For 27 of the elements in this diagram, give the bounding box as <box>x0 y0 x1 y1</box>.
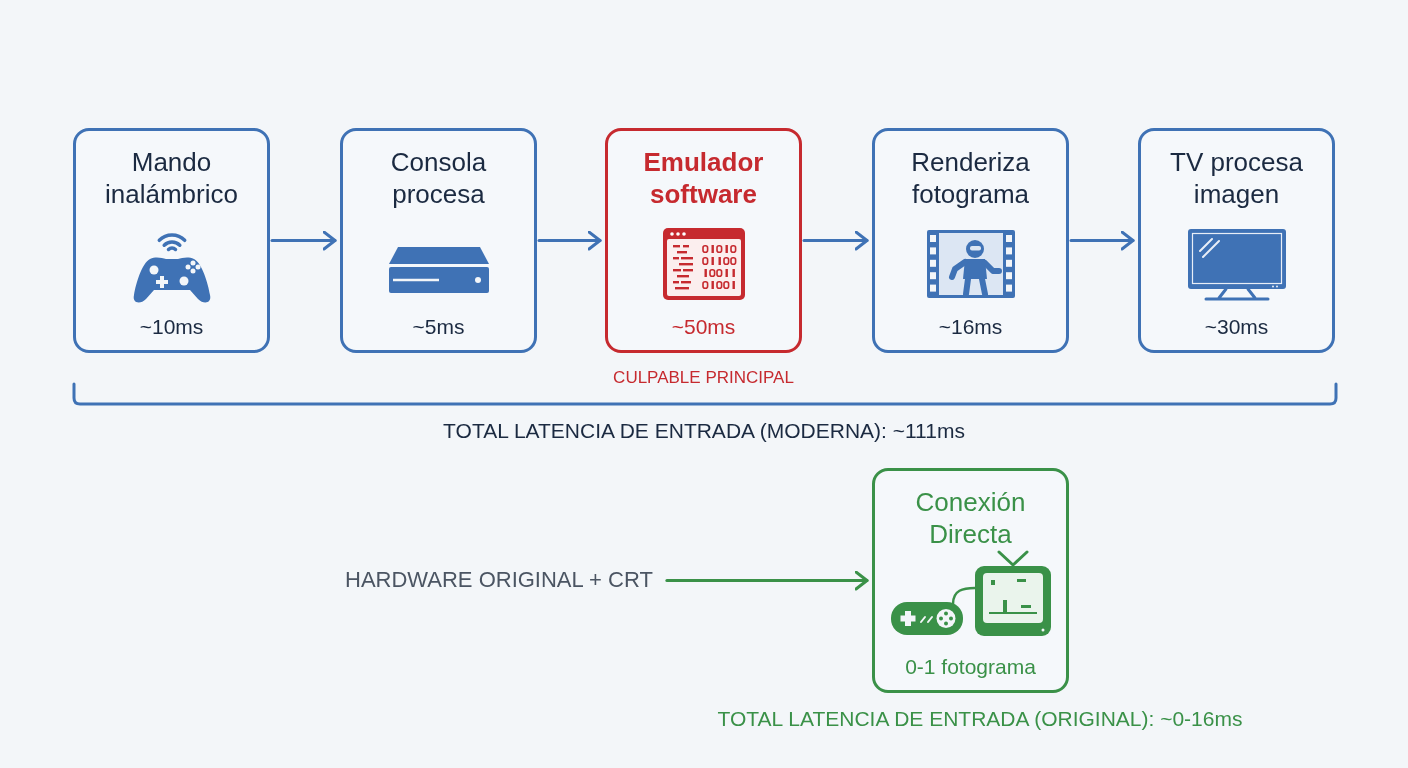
process-box <box>73 128 270 353</box>
step-title: Conexión Directa <box>915 486 1026 550</box>
step-title: Mando inalámbrico <box>104 146 239 210</box>
process-box <box>605 128 802 353</box>
process-box <box>872 128 1069 353</box>
process-box <box>340 128 537 353</box>
latency-value: ~50ms <box>671 314 736 340</box>
process-box <box>872 468 1069 693</box>
latency-value: ~16ms <box>938 314 1003 340</box>
arrow <box>665 570 869 591</box>
process-box <box>1138 128 1335 353</box>
step-title: Emulador software <box>643 146 764 210</box>
step-title: TV procesa imagen <box>1169 146 1304 210</box>
total-label: TOTAL LATENCIA DE ENTRADA (MODERNA): ~111ms <box>443 418 965 444</box>
latency-value: ~30ms <box>1204 314 1269 340</box>
arrow <box>802 230 869 251</box>
arrow <box>270 230 337 251</box>
arrow <box>1069 230 1135 251</box>
latency-value: ~5ms <box>412 314 465 340</box>
latency-value: 0-1 fotograma <box>904 654 1037 680</box>
step-title: Consola procesa <box>390 146 487 210</box>
total-label: TOTAL LATENCIA DE ENTRADA (ORIGINAL): ~0-16ms <box>717 706 1243 732</box>
arrow <box>537 230 602 251</box>
latency-value: ~10ms <box>139 314 204 340</box>
step-title: Renderiza fotograma <box>910 146 1031 210</box>
source-label: HARDWARE ORIGINAL + CRT <box>345 567 653 593</box>
callout-note: CULPABLE PRINCIPAL <box>613 368 794 388</box>
